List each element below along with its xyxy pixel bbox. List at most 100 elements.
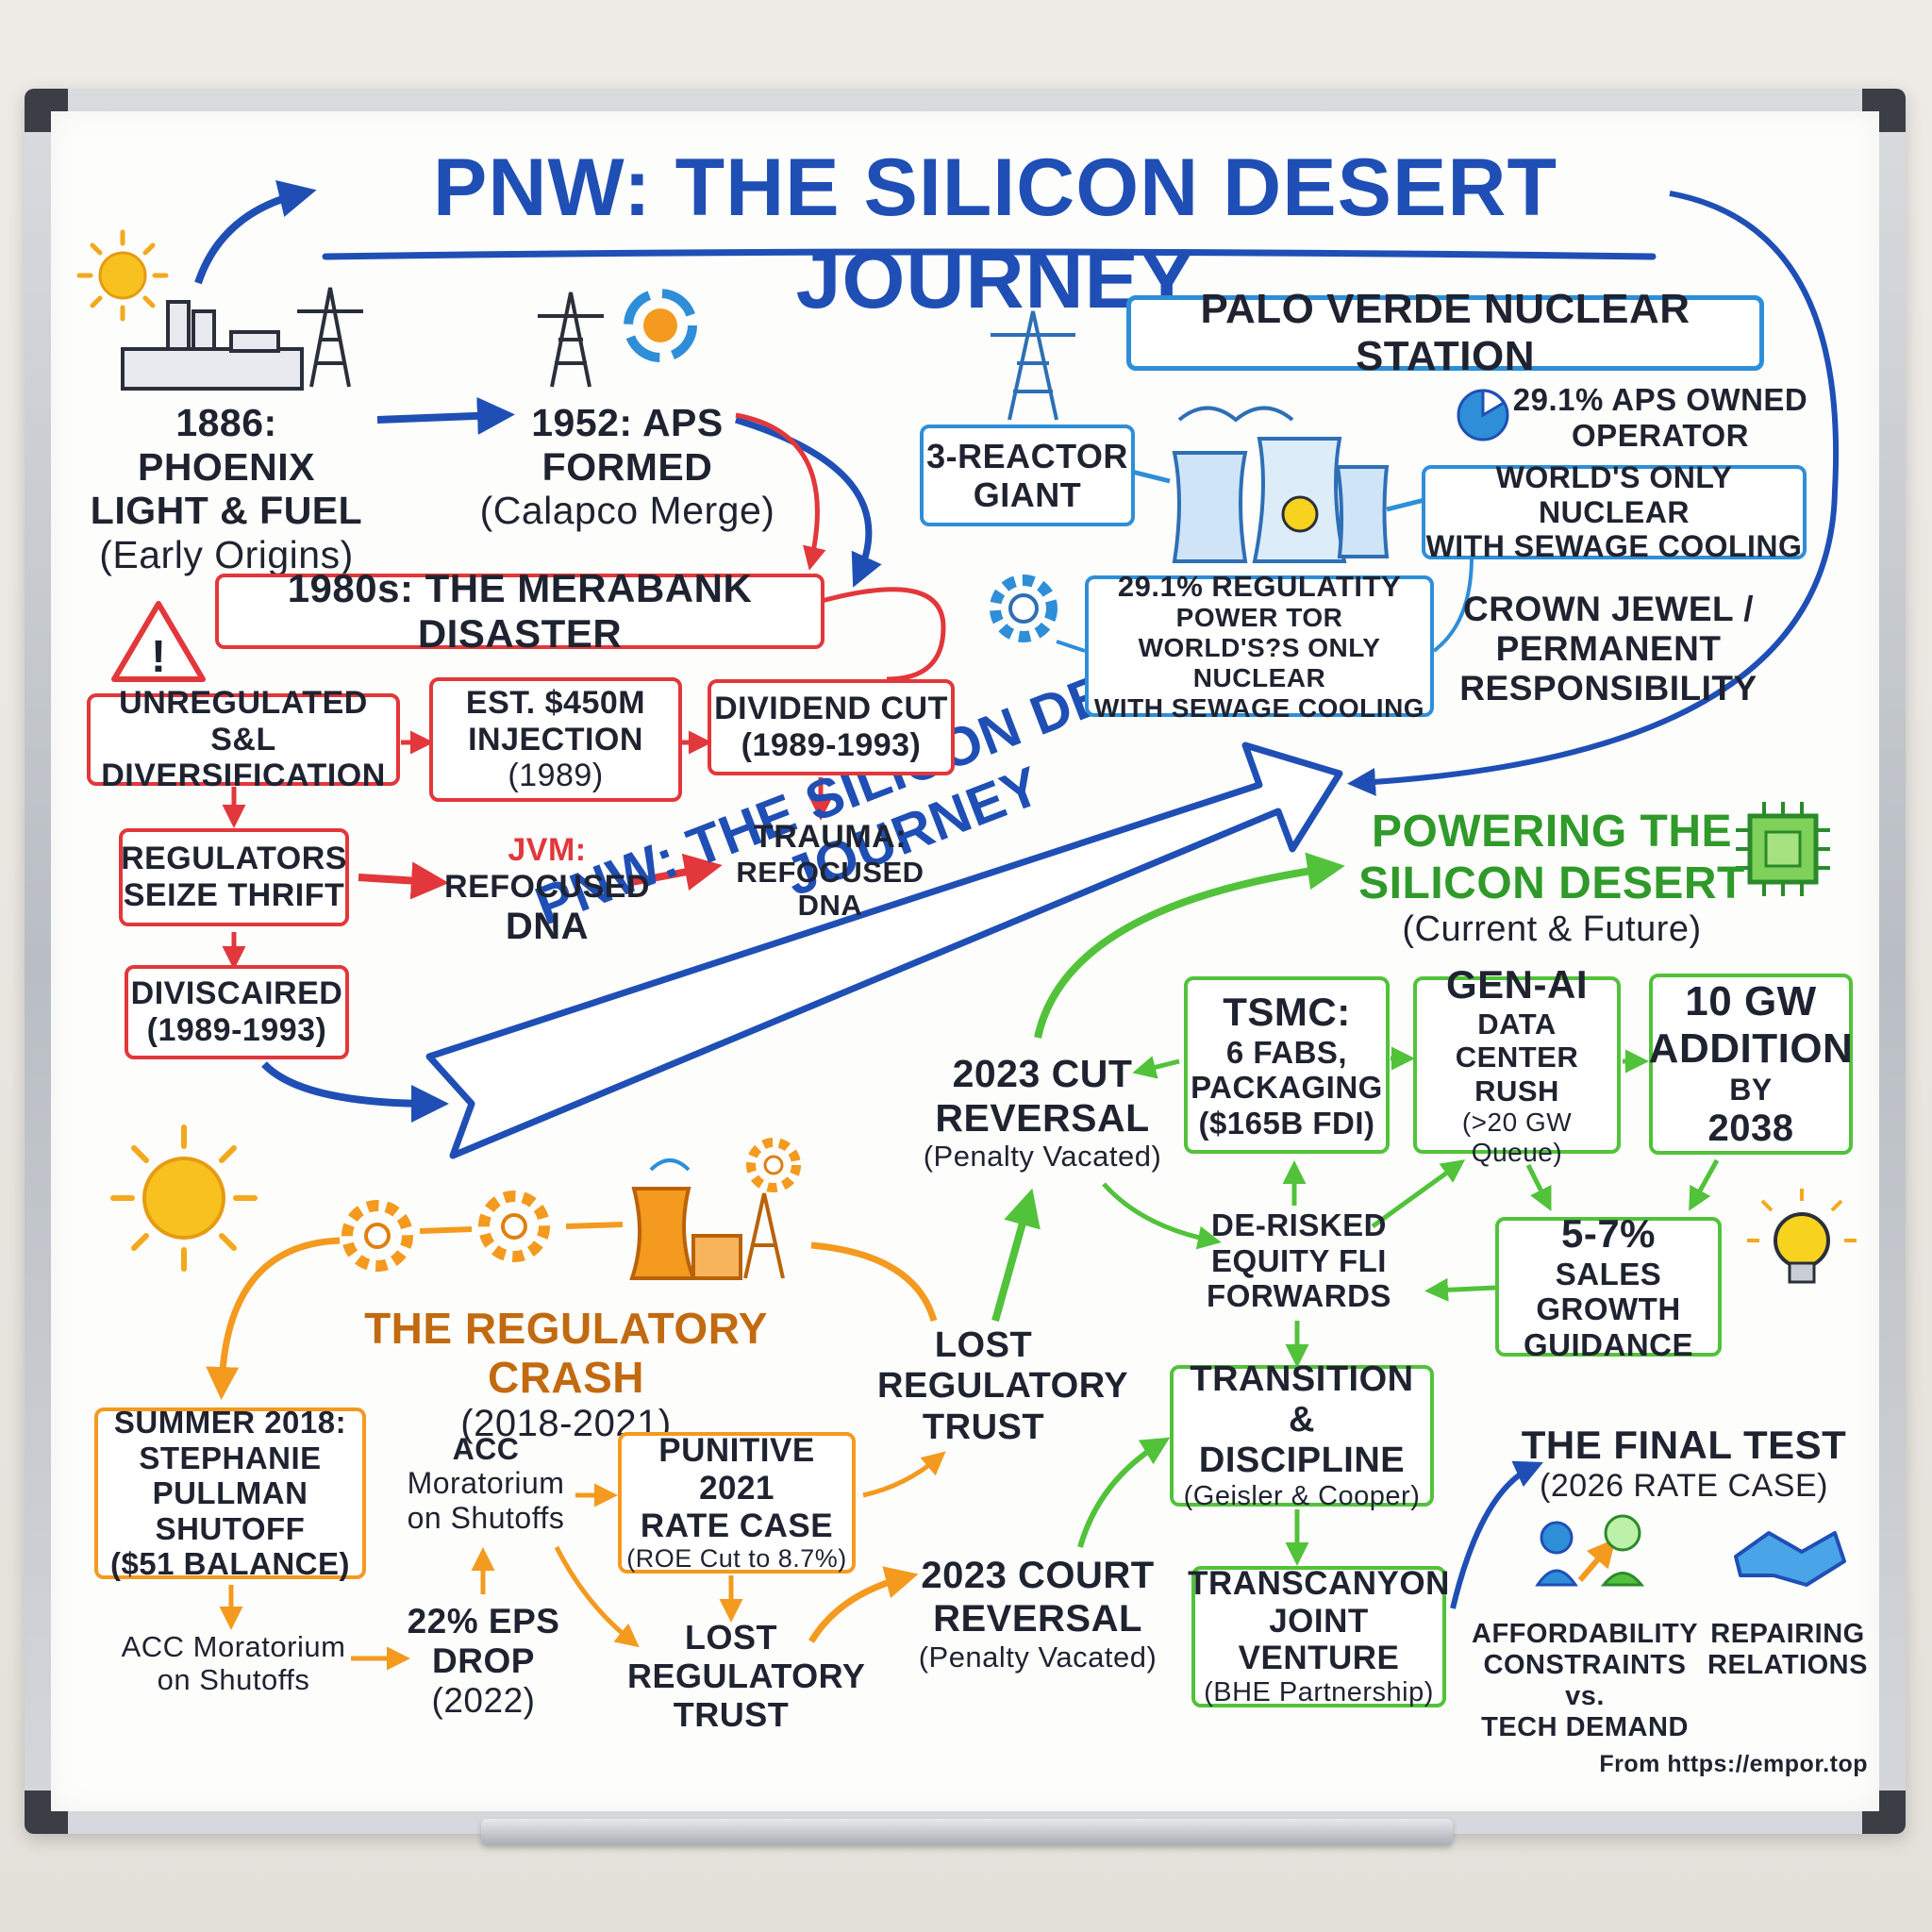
arrow-gw-sales <box>1689 1158 1720 1211</box>
lightbulb-icon <box>1747 1189 1857 1284</box>
palo-verde-title: PALO VERDE NUCLEAR STATION <box>1126 286 1764 379</box>
cut-reversal-line3: (Penalty Vacated) <box>923 1140 1162 1174</box>
arrow-derisk-genai <box>1371 1159 1466 1229</box>
merabank-diversification: UNREGULATED S&L DIVERSIFICATION <box>87 685 400 793</box>
arrow-sales-derisk <box>1424 1277 1496 1302</box>
eps-line2: DROP <box>432 1641 535 1681</box>
summer-line4: ($51 BALANCE) <box>109 1546 351 1582</box>
regulatity-line4: WITH SEWAGE COOLING <box>1093 692 1425 723</box>
line-gear-regulatity <box>1056 640 1086 653</box>
origin-aps-note: (Calapco Merge) <box>479 489 775 533</box>
transition-line3: (Geisler & Cooper) <box>1183 1481 1421 1512</box>
gw-line1: 10 GW <box>1685 977 1817 1024</box>
punitive-line2: RATE CASE <box>640 1507 834 1544</box>
arrow-cut-silicon <box>1034 852 1345 1039</box>
footer-source: From https://empor.top <box>1599 1751 1868 1777</box>
regulatity-line1: 29.1% REGULATITY <box>1117 569 1402 603</box>
origin-phoenix: 1886: PHOENIX LIGHT & FUEL (Early Origin… <box>85 401 368 577</box>
silicon-transition: TRANSITION & DISCIPLINE (Geisler & Coope… <box>1170 1359 1434 1511</box>
arrow-tsmc-cut <box>1132 1056 1180 1079</box>
arrow-red-loop <box>810 587 946 682</box>
merabank-title-text: 1980s: THE MERABANK DISASTER <box>287 566 753 656</box>
owned-line1: 29.1% APS OWNED <box>1512 382 1808 417</box>
arrow-title-loop <box>1347 191 1839 796</box>
sales-line1: 5-7% <box>1560 1210 1657 1256</box>
line-sewage-regulatity <box>1432 556 1474 653</box>
warning-icon: ! <box>111 601 206 682</box>
arrow-factory-lost <box>810 1241 938 1322</box>
regulators-line2: SEIZE THRIFT <box>123 877 345 913</box>
dividend-line1: DIVIDEND CUT <box>714 691 948 727</box>
palo-verde-sewage: WORLD'S ONLY NUCLEAR WITH SEWAGE COOLING <box>1422 460 1807 563</box>
palo-verde-crown: CROWN JEWEL / PERMANENT RESPONSIBILITY <box>1457 590 1759 709</box>
sales-line3: GUIDANCE <box>1523 1326 1693 1362</box>
gw-line4: 2038 <box>1707 1107 1794 1149</box>
arrow-genai-sales <box>1525 1163 1552 1211</box>
arrow-reg-jvm <box>358 861 449 900</box>
silicon-gw: 10 GW ADDITION BY 2038 <box>1649 974 1853 1155</box>
reactor-line1: 3-REACTOR <box>926 436 1128 475</box>
arrow-lost-cut <box>991 1188 1041 1323</box>
nuclear-plant-icon <box>1172 406 1390 563</box>
silicon-derisked: DE-RISKED EQUITY FLI FORWARDS <box>1200 1208 1398 1314</box>
origin-aps-line2: FORMED <box>541 444 713 489</box>
punitive-line3: (ROE Cut to 8.7%) <box>626 1544 847 1574</box>
silicon-tsmc: TSMC: 6 FABS, PACKAGING ($165B FDI) <box>1184 976 1390 1154</box>
summer-line3: PULLMAN SHUTOFF <box>152 1475 308 1546</box>
transition-line2: DISCIPLINE <box>1198 1441 1406 1481</box>
merabank-regulators: REGULATORS SEIZE THRIFT <box>119 828 349 926</box>
crown-line3: RESPONSIBILITY <box>1459 669 1757 708</box>
lost-bottom-line1: LOST <box>685 1618 777 1657</box>
final-title: THE FINAL TEST (2026 RATE CASE) <box>1519 1423 1849 1505</box>
tsmc-line1: TSMC: <box>1223 989 1351 1034</box>
court-line3: (Penalty Vacated) <box>918 1641 1158 1674</box>
derisked-line2: EQUITY FLI <box>1211 1242 1387 1278</box>
summer-line2: STEPHANIE <box>139 1440 322 1475</box>
derisked-line3: FORWARDS <box>1207 1278 1391 1314</box>
merabank-trauma: TRAUMA: REFOCUSED DNA <box>712 819 948 922</box>
crown-line1: CROWN JEWEL / <box>1463 590 1754 628</box>
banner-ribbon <box>425 741 1343 1159</box>
court-line1: 2023 COURT <box>921 1555 1155 1596</box>
sewage-line2: WITH SEWAGE COOLING <box>1425 529 1803 564</box>
gear-icon <box>341 1200 413 1272</box>
crash-punitive: PUNITIVE 2021 RATE CASE (ROE Cut to 8.7%… <box>618 1432 856 1574</box>
diviscaired-line1: DIVISCAIRED <box>130 975 343 1012</box>
origin-aps-line1: 1952: APS <box>531 401 724 444</box>
arrow-gear-gear <box>419 1226 473 1234</box>
silicon-title: POWERING THE SILICON DESERT (Current & F… <box>1358 807 1745 951</box>
arrow-punitive-lost-top <box>862 1451 946 1498</box>
lost-bottom-line2: REGULATORY <box>627 1657 866 1696</box>
silicon-transcanyon: TRANSCANYON JOINT VENTURE (BHE Partnersh… <box>1188 1565 1449 1708</box>
line-reactor-plant <box>1131 469 1171 484</box>
arrow-accmid-lost <box>554 1545 640 1648</box>
crash-eps: 22% EPS DROP (2022) <box>396 1602 571 1722</box>
jvm-line2: REFOCUSED <box>444 868 650 905</box>
lost-top-line1: LOST <box>934 1325 1033 1365</box>
silicon-sales: 5-7% SALES GROWTH GUIDANCE <box>1495 1211 1722 1362</box>
transmission-tower-icon <box>991 310 1075 421</box>
arrow-transcanyon-final <box>1450 1460 1543 1609</box>
genai-line3: RUSH <box>1474 1074 1559 1108</box>
crash-lost-bottom: LOST REGULATORY TRUST <box>627 1618 866 1734</box>
arrow-gear-factory <box>565 1222 624 1229</box>
origin-phoenix-line2: LIGHT & FUEL <box>90 489 363 533</box>
genai-line4: (>20 GW Queue) <box>1461 1108 1573 1167</box>
silicon-subtitle: (Current & Future) <box>1402 909 1702 950</box>
diversification-line1: UNREGULATED S&L <box>119 684 368 758</box>
acc-mid-line1: ACC <box>452 1432 520 1466</box>
final-repair: REPAIRING RELATIONS <box>1707 1619 1868 1681</box>
arrow-crash-summer <box>206 1237 341 1400</box>
diviscaired-line2: (1989-1993) <box>146 1012 327 1048</box>
dividend-line2: (1989-1993) <box>741 727 922 763</box>
silicon-title-line1: POWERING THE <box>1371 807 1732 857</box>
merabank-diviscaired: DIVISCAIRED (1989-1993) <box>125 965 349 1059</box>
court-line2: REVERSAL <box>933 1597 1142 1640</box>
merabank-dividend: DIVIDEND CUT (1989-1993) <box>708 679 955 775</box>
crash-acc-bottom: ACC Moratorium on Shutoffs <box>108 1630 358 1697</box>
arrow-to-banner <box>261 1061 449 1123</box>
punitive-line1: PUNITIVE 2021 <box>658 1431 815 1507</box>
acc-mid-line3: on Shutoffs <box>407 1500 565 1535</box>
tsmc-line2: 6 FABS, <box>1225 1034 1348 1070</box>
jvm-line1: JVM: <box>508 832 587 868</box>
